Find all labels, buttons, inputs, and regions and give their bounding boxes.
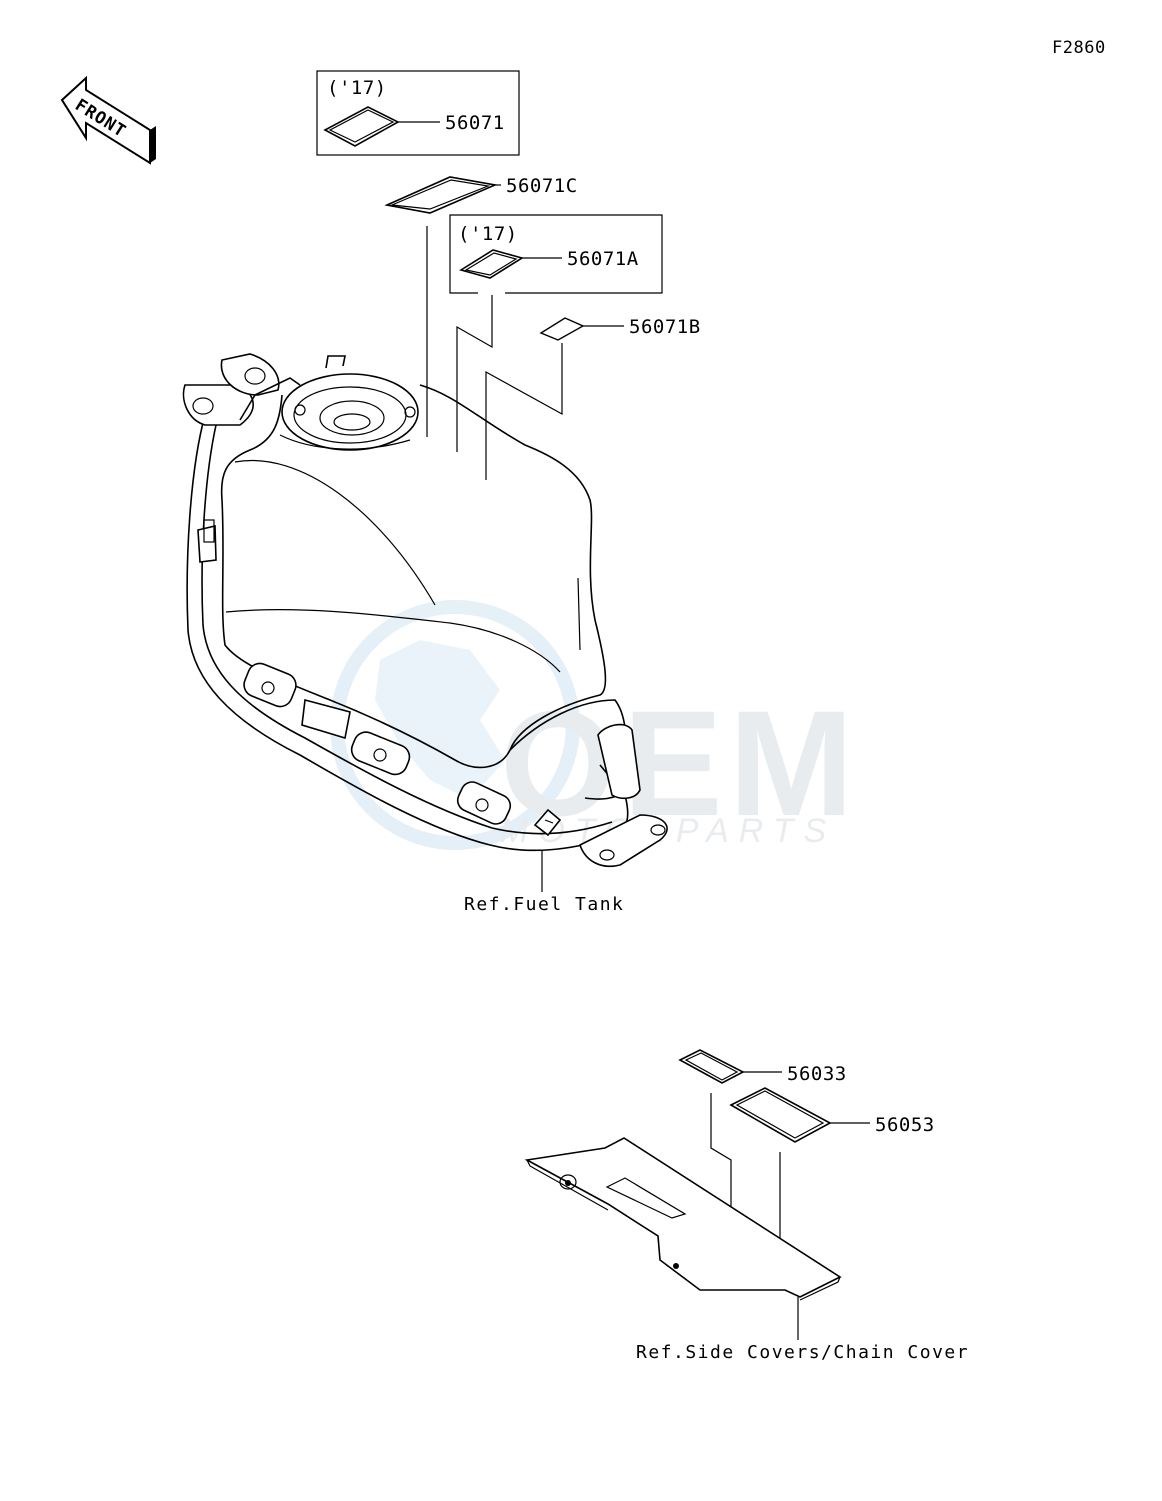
part-number-56071a[interactable]: 56071A xyxy=(567,248,639,270)
year-note-56071: ('17) xyxy=(327,77,387,99)
label-decal-56053 xyxy=(729,1087,832,1143)
callout-56071c[interactable]: 56071C xyxy=(384,175,578,214)
side-rubber-1 xyxy=(243,662,297,708)
part-number-56033[interactable]: 56033 xyxy=(787,1063,847,1085)
rear-pad xyxy=(597,723,641,800)
label-decal-56033 xyxy=(678,1049,745,1084)
year-note-56071a: ('17) xyxy=(458,223,518,245)
part-number-56053[interactable]: 56053 xyxy=(875,1114,935,1136)
filler-cap-ring xyxy=(281,373,419,451)
part-number-56071[interactable]: 56071 xyxy=(445,112,505,134)
side-plate xyxy=(301,698,351,740)
figure-code: F2860 xyxy=(1052,38,1106,58)
watermark-globe-continents xyxy=(375,640,505,800)
front-bracket-right xyxy=(220,353,280,396)
reference-fuel-tank-label[interactable]: Ref.Fuel Tank xyxy=(464,894,624,915)
leader-lines-tank xyxy=(426,226,563,480)
side-rubber-2 xyxy=(350,731,411,776)
callout-56071[interactable]: ('17) 56071 xyxy=(316,70,520,156)
reference-fuel-tank[interactable]: Ref.Fuel Tank xyxy=(464,850,624,915)
chain-cover-body xyxy=(524,1137,842,1298)
leader-lines-cover xyxy=(710,1093,781,1252)
label-decal-56071b xyxy=(539,317,585,341)
watermark: OEM MOTORPARTS xyxy=(330,600,854,850)
part-number-56071b[interactable]: 56071B xyxy=(629,316,701,338)
fuel-tank-body xyxy=(220,384,607,769)
side-rubber-3 xyxy=(456,781,512,825)
rear-bracket xyxy=(579,814,668,867)
label-decal-56071c xyxy=(384,176,498,214)
front-arrow-icon: FRONT xyxy=(60,75,156,165)
callout-56033[interactable]: 56033 xyxy=(678,1049,847,1085)
chain-cover[interactable] xyxy=(524,1137,842,1301)
callout-56071b[interactable]: 56071B xyxy=(539,316,701,341)
filler-cap xyxy=(319,400,385,436)
callout-56053[interactable]: 56053 xyxy=(729,1087,935,1143)
reference-side-covers[interactable]: Ref.Side Covers/Chain Cover xyxy=(636,1297,969,1363)
fuel-tank[interactable] xyxy=(182,353,668,867)
reference-side-covers-label[interactable]: Ref.Side Covers/Chain Cover xyxy=(636,1342,969,1363)
part-number-56071c[interactable]: 56071C xyxy=(506,175,578,197)
callout-56071a[interactable]: ('17) 56071A xyxy=(449,214,663,294)
